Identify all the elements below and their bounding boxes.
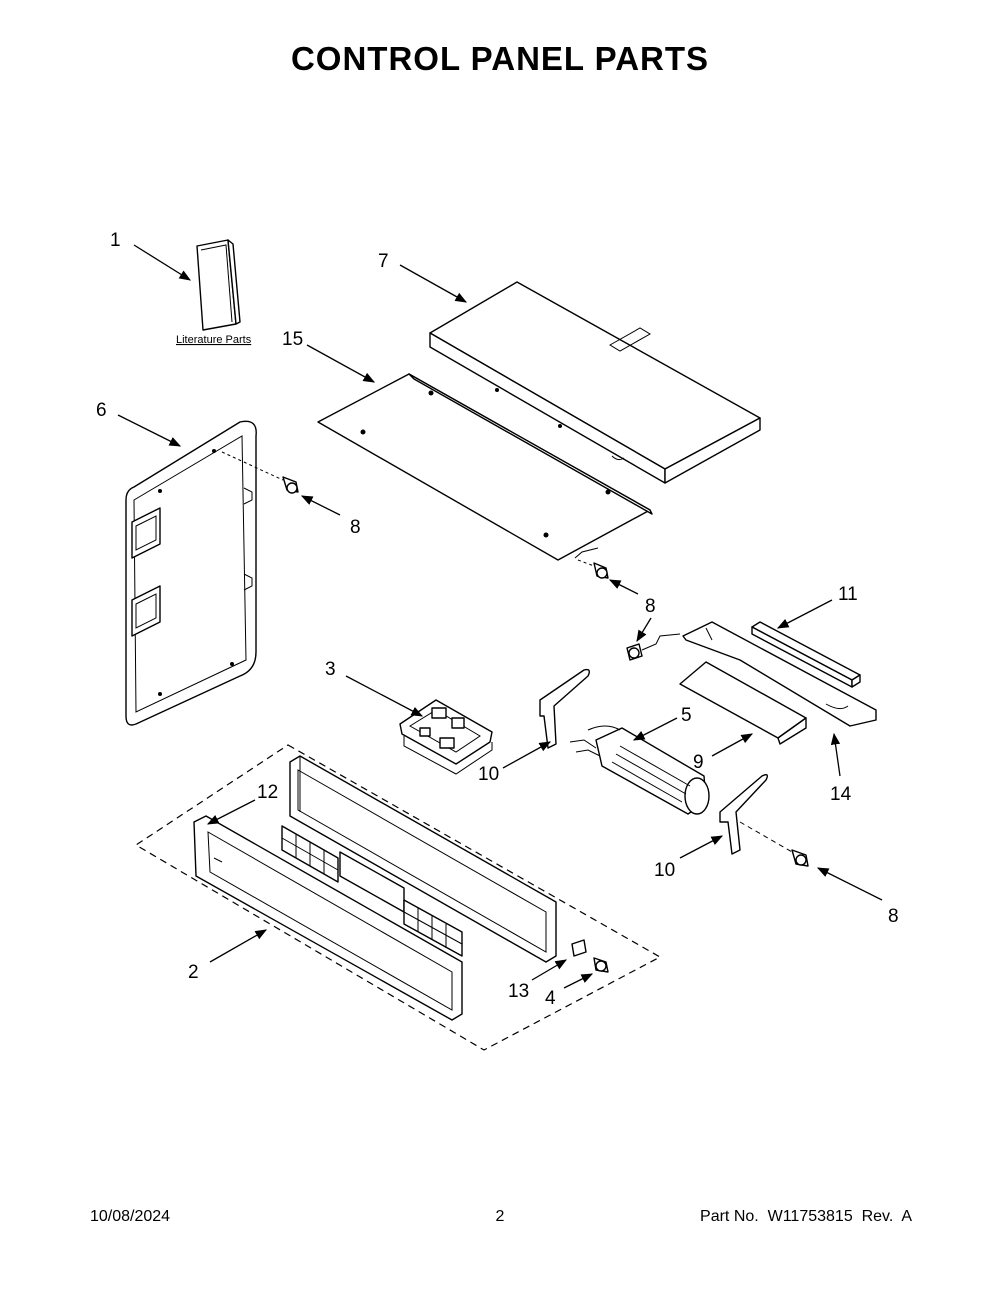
leader-15 [306, 344, 376, 383]
screw-part-upper-left [221, 451, 299, 494]
leader-3 [345, 675, 424, 717]
callout-10-a: 10 [478, 764, 499, 785]
literature-booklet-part [196, 239, 241, 331]
callout-8-b: 8 [645, 596, 656, 617]
screw-part-right [626, 633, 681, 661]
callout-2: 2 [188, 962, 199, 983]
leader-8-d [816, 867, 883, 901]
leader-12 [206, 799, 256, 825]
leader-11 [776, 599, 833, 629]
leader-8-b [608, 579, 639, 595]
callout-10-b: 10 [654, 860, 675, 881]
callout-8-a: 8 [350, 517, 361, 538]
callout-15: 15 [282, 329, 303, 350]
heat-shield-plate-part [317, 373, 653, 561]
leader-2 [209, 929, 268, 963]
callout-5: 5 [681, 705, 692, 726]
leader-7 [399, 264, 468, 303]
leader-10-b [679, 835, 724, 859]
callout-7: 7 [378, 251, 389, 272]
bracket-part-left [539, 668, 591, 749]
side-control-panel-part [125, 420, 257, 726]
page-title: CONTROL PANEL PARTS [290, 40, 710, 77]
screw-part-bottom [593, 957, 609, 973]
leader-6 [117, 414, 182, 447]
screw-part-lower-right [739, 821, 809, 867]
callout-8-d: 8 [888, 906, 899, 927]
gasket-strip-part [751, 621, 861, 688]
cooling-fan-part [569, 725, 710, 815]
callout-14: 14 [830, 784, 852, 805]
callout-4: 4 [545, 988, 556, 1009]
leader-14 [830, 732, 841, 777]
callout-11: 11 [838, 584, 858, 605]
callout-1: 1 [110, 230, 121, 251]
console-assembly-boundary [134, 744, 662, 1051]
callout-9: 9 [693, 752, 704, 773]
footer-page-number: 2 [495, 1208, 505, 1225]
bracket-part-right [719, 773, 769, 855]
keypad-overlay-part [281, 825, 463, 957]
front-control-glass-part [193, 815, 463, 1021]
footer-part-number: Part No. W11753815 Rev. A [700, 1208, 912, 1225]
control-panel-frame-part [289, 755, 557, 963]
leader-8-c [636, 617, 652, 642]
leader-4 [563, 973, 594, 989]
control-panel-top-cover-part [429, 281, 761, 484]
screw-part-mid [577, 559, 609, 579]
leader-10-a [502, 741, 552, 769]
clip-part [571, 939, 587, 957]
leader-1 [133, 244, 191, 281]
callout-13: 13 [508, 981, 529, 1002]
leader-9 [711, 733, 754, 757]
leader-8-a [300, 495, 341, 516]
footer-date: 10/08/2024 [90, 1208, 171, 1225]
baffle-plate-part [679, 661, 807, 745]
callout-3: 3 [325, 659, 336, 680]
callout-12: 12 [257, 782, 278, 803]
leader-5 [632, 717, 678, 741]
leader-13 [531, 959, 568, 981]
mounting-bracket-part [682, 621, 877, 727]
literature-parts-label: Literature Parts [176, 334, 252, 346]
callout-6: 6 [96, 400, 107, 421]
